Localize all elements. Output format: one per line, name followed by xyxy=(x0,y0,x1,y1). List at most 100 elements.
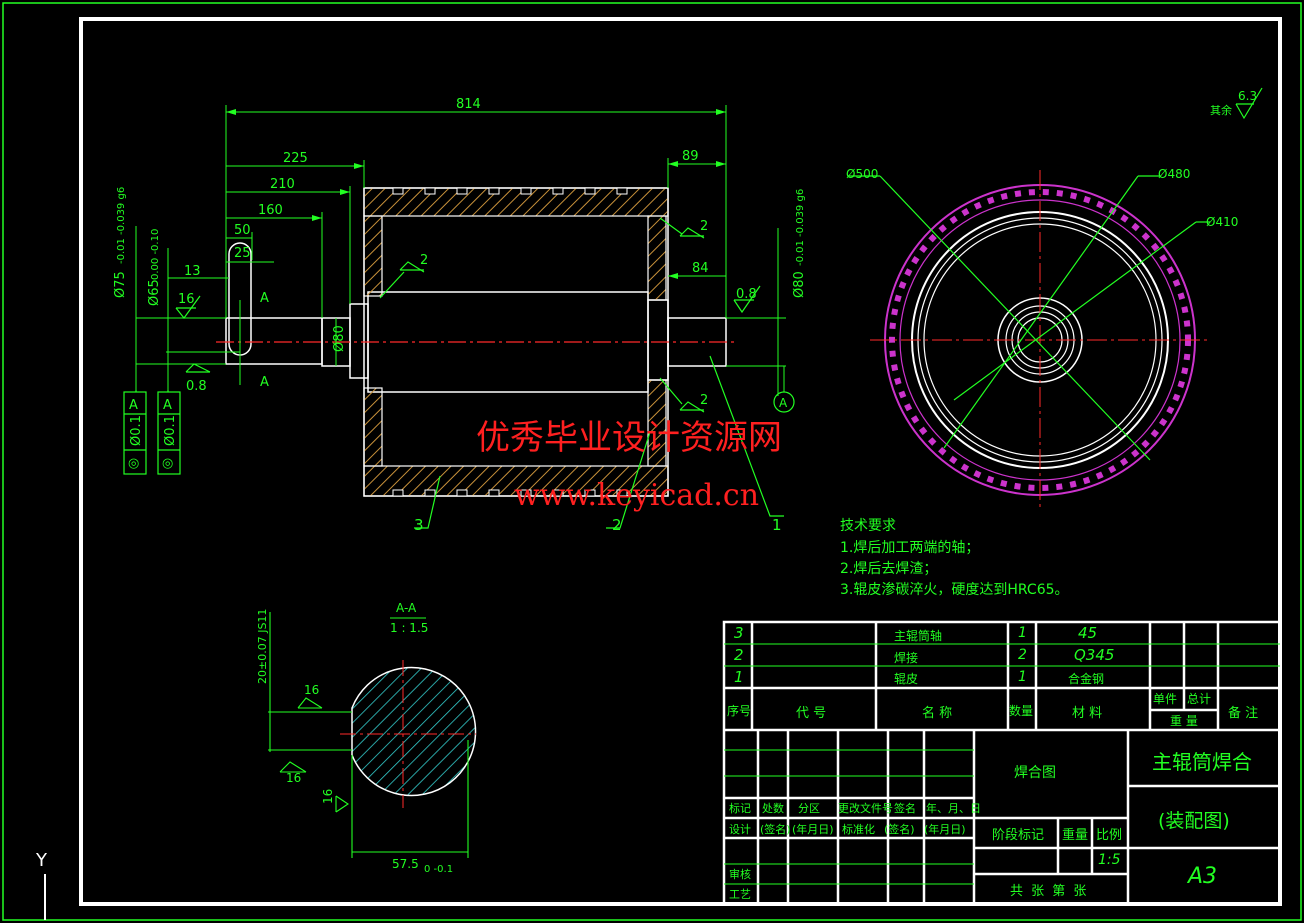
tol-phi80-value: -0.01 -0.039 g6 xyxy=(795,189,806,266)
tech-requirements: 技术要求 1.焊后加工两端的轴； 2.焊后去焊渣； 3.辊皮渗碳淬火，硬度达到H… xyxy=(840,518,1069,598)
label-doc: 更改文件号 xyxy=(838,802,893,815)
label-mark: 标记 xyxy=(729,802,751,815)
axis-line-y xyxy=(44,874,46,920)
part-2-name: 焊接 xyxy=(894,651,919,665)
part-1-no: 1 xyxy=(734,668,744,686)
part-2-no: 2 xyxy=(734,646,744,664)
gtol-1-symbol: ◎ xyxy=(128,456,139,471)
gtol-2-symbol: ◎ xyxy=(162,456,173,471)
part-leaders xyxy=(414,355,784,529)
part-3-name: 主辊筒轴 xyxy=(894,629,943,643)
label-design: 设计 xyxy=(729,823,751,836)
tol-phi65-value: 0.00 -0.10 xyxy=(150,229,161,280)
label-std-date: (年月日) xyxy=(924,823,966,836)
part-3-no: 3 xyxy=(734,624,744,642)
dimension-texts: 814 225 210 160 50 25 13 89 84 Ø80 Ø75 -… xyxy=(113,97,807,390)
tol-phi80: Ø80 xyxy=(792,271,807,298)
header-name: 名 称 xyxy=(922,706,953,721)
label-std-sign: (签名) xyxy=(884,823,915,836)
balloon-3: 3 xyxy=(414,516,424,534)
drawing-subtitle: (装配图) xyxy=(1158,810,1230,832)
title-block-grid xyxy=(722,620,1282,906)
section-roughness-a: 16 xyxy=(304,683,319,697)
roughness-2a: 2 xyxy=(420,253,428,268)
roughness-texts: 16 0.8 0.8 2 2 2 其余 6.3 xyxy=(178,89,1257,408)
roughness-other-value: 6.3 xyxy=(1238,89,1257,103)
header-weight: 重 量 xyxy=(1170,714,1198,728)
datum-label: A xyxy=(779,396,788,410)
side-dim-410: Ø410 xyxy=(1206,215,1238,229)
dim-13: 13 xyxy=(184,264,201,279)
sheet-format: A3 xyxy=(1188,864,1218,889)
tech-req-line-3: 3.辊皮渗碳淬火，硬度达到HRC65。 xyxy=(840,582,1069,598)
section-roughness-b: 16 xyxy=(286,771,301,785)
dim-50: 50 xyxy=(234,223,251,238)
axis-label-y: Y xyxy=(36,850,47,871)
balloon-2: 2 xyxy=(612,516,622,534)
section-roughness-c: 16 xyxy=(321,789,335,804)
roughness-2c: 2 xyxy=(700,393,708,408)
title-block-thin-lines xyxy=(724,643,1280,885)
tol-phi75: Ø75 xyxy=(113,271,128,298)
gtol-texts: ◎ Ø0.1 A ◎ Ø0.1 A xyxy=(128,398,178,471)
roughness-08a: 0.8 xyxy=(736,287,757,302)
label-ratio: 比例 xyxy=(1096,828,1123,843)
header-code: 代 号 xyxy=(796,706,827,721)
gtol-2-value: Ø0.1 xyxy=(163,415,178,446)
drawing-border xyxy=(79,17,1282,906)
watermark-url: www.keyicad.cn xyxy=(514,478,760,513)
roughness-symbols xyxy=(175,87,1263,413)
label-weight: 重量 xyxy=(1062,828,1089,843)
roughness-08b: 0.8 xyxy=(186,379,207,394)
dim-210: 210 xyxy=(270,177,295,192)
tech-req-line-2: 2.焊后去焊渣； xyxy=(840,561,937,577)
dim-814: 814 xyxy=(456,97,481,112)
part-2-material: Q345 xyxy=(1074,646,1115,664)
dim-84: 84 xyxy=(692,261,709,276)
section-scale: 1 : 1.5 xyxy=(390,621,428,635)
label-craft: 工艺 xyxy=(729,888,751,901)
part-1-name: 辊皮 xyxy=(894,672,919,686)
side-dim-480: Ø480 xyxy=(1158,167,1190,181)
dim-arrows xyxy=(226,109,726,279)
roughness-other-label: 其余 xyxy=(1210,103,1232,117)
ratio-value: 1:5 xyxy=(1098,852,1121,868)
gtol-1-ref: A xyxy=(129,398,138,413)
side-view xyxy=(848,170,1210,510)
label-std: 标准化 xyxy=(842,823,875,836)
gtol-frames xyxy=(123,390,181,475)
section-dim-vertical: 20±0.07 JS11 xyxy=(256,609,269,684)
tech-req-title: 技术要求 xyxy=(840,518,896,534)
label-count: 处数 xyxy=(762,802,784,815)
header-remark: 备 注 xyxy=(1228,706,1259,721)
section-mark-a-bottom: A xyxy=(260,375,269,390)
side-dim-500: Ø500 xyxy=(846,167,878,181)
label-check: 审核 xyxy=(729,868,751,881)
roughness-16a: 16 xyxy=(178,292,195,307)
label-zone: 分区 xyxy=(798,802,820,815)
side-view-dims: Ø500 Ø480 Ø410 xyxy=(846,167,1238,229)
dim-225: 225 xyxy=(283,151,308,166)
label-sign: 签名 xyxy=(894,802,916,815)
header-qty: 数量 xyxy=(1009,704,1034,718)
label-design-sign: (签名) xyxy=(760,823,791,836)
watermark-title: 优秀毕业设计资源网 xyxy=(476,418,782,458)
part-1-material: 合金钢 xyxy=(1068,672,1105,686)
drawing-title: 主辊筒焊合 xyxy=(1152,750,1252,774)
section-view xyxy=(268,612,477,858)
balloon-1: 1 xyxy=(772,516,782,534)
tol-phi65: Ø65 xyxy=(147,279,162,306)
assembly-label: 焊合图 xyxy=(1014,765,1056,781)
header-material: 材 料 xyxy=(1072,706,1103,721)
gtol-1-value: Ø0.1 xyxy=(129,415,144,446)
label-stage: 阶段标记 xyxy=(992,828,1045,843)
part-1-qty: 1 xyxy=(1018,669,1027,685)
header-no: 序号 xyxy=(727,704,752,718)
label-design-date: (年月日) xyxy=(792,823,834,836)
section-texts: A-A 1 : 1.5 20±0.07 JS11 57.5 0 -0.1 16 … xyxy=(256,601,453,875)
section-dim-bottom-tol: 0 -0.1 xyxy=(424,864,453,875)
label-sheets: 共 张 第 张 xyxy=(1010,884,1089,899)
tech-req-line-1: 1.焊后加工两端的轴； xyxy=(840,540,979,556)
